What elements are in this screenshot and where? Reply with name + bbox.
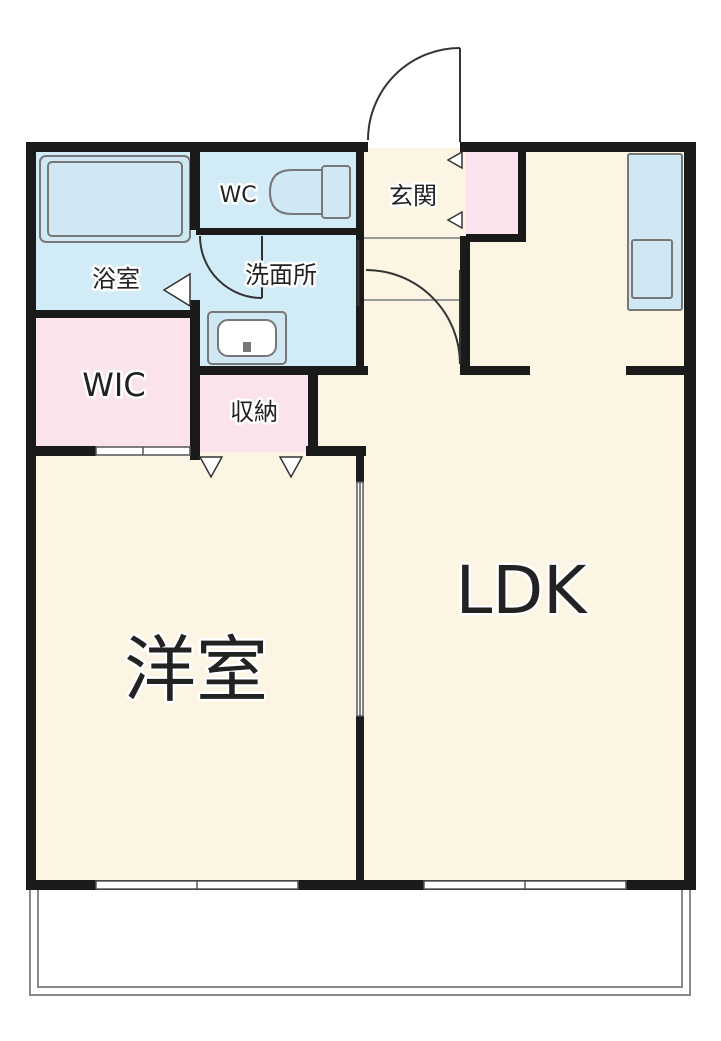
doors [199,47,461,365]
label-washroom: 洗面所 [245,261,317,289]
inner-door-swing [365,269,461,365]
walls [26,142,696,890]
shoe-cabinet [466,150,522,236]
windows [95,446,627,890]
kitchen-counter [627,153,683,311]
balcony [29,886,691,996]
sliding-door [356,481,364,717]
entrance-floor [362,148,466,372]
front-door-swing [367,47,461,141]
door-markers [162,150,463,479]
bathtub [39,155,191,243]
toilet-bowl [268,169,323,215]
label-western-room: 洋室 [124,628,268,712]
label-storage: 収納 [230,398,278,426]
ldk-floor [316,370,690,886]
label-ldk: LDK [456,552,589,629]
storage-floor [196,372,316,452]
label-wc: WC [219,183,256,208]
wic-floor [30,316,196,452]
label-bath: 浴室 [92,265,140,293]
toilet-tank [321,165,351,219]
label-entrance: 玄関 [389,182,437,210]
washroom-door-swing [199,235,263,299]
floor-lines [362,237,466,301]
western-room-floor [30,452,362,886]
label-wic: WIC [82,366,145,404]
fixtures [39,153,683,365]
room-labels: 浴室 WC 洗面所 玄関 WIC 収納 洋室 LDK [80,180,591,715]
